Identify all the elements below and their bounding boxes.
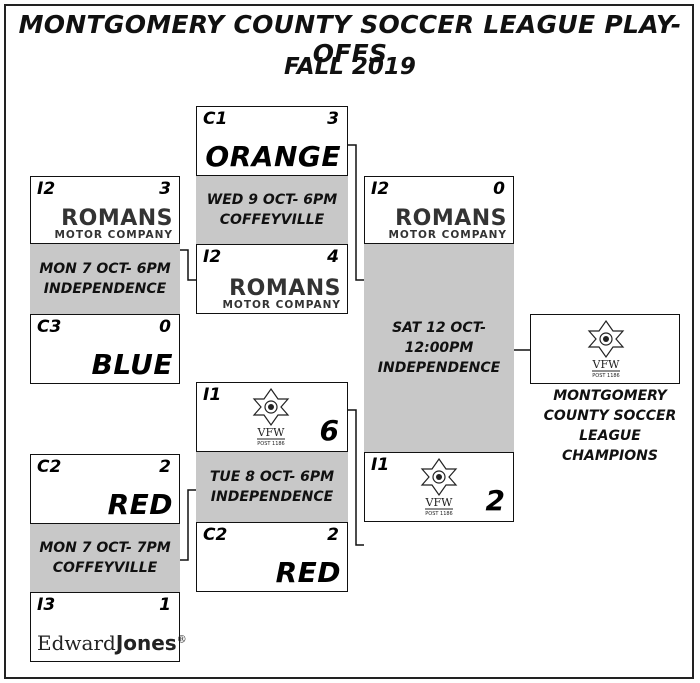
seed-label: C3 xyxy=(37,317,62,337)
sponsor-name: VFW xyxy=(592,358,621,371)
score: 4 xyxy=(327,247,339,267)
vfw-cross-icon: VFW POST 1186 xyxy=(587,319,625,379)
match-r1-bottom-away: I3 1 EdwardJones® xyxy=(30,592,187,662)
match-semi-top-info: WED 9 OCT- 6PM COFFEYVILLE xyxy=(196,176,348,244)
sponsor-sub: MOTOR COMPANY xyxy=(388,228,507,241)
score: 3 xyxy=(327,109,339,129)
team-name: BLUE xyxy=(91,348,173,381)
bracket-frame xyxy=(4,4,694,679)
score: 2 xyxy=(327,525,339,545)
match-location: COFFEYVILLE xyxy=(219,212,325,228)
team-name: ORANGE xyxy=(205,140,341,173)
match-r1-top-info: MON 7 OCT- 6PM INDEPENDENCE xyxy=(30,244,180,314)
score: 0 xyxy=(159,317,171,337)
sponsor-name: ROMANS xyxy=(229,275,341,301)
sponsor-name-light: Edward xyxy=(37,631,116,655)
match-final-away: I1 VFW POST 1186 2 xyxy=(364,452,514,522)
sponsor-name: ROMANS xyxy=(395,205,507,231)
seed-label: I2 xyxy=(371,179,390,199)
match-location: INDEPENDENCE xyxy=(43,281,167,297)
romans-logo: ROMANS MOTOR COMPANY xyxy=(388,205,507,241)
seed-label: I2 xyxy=(203,247,222,267)
match-date: TUE 8 OCT- 6PM xyxy=(209,469,335,485)
seed-label: I3 xyxy=(37,595,56,615)
match-location: COFFEYVILLE xyxy=(52,560,158,576)
champion-label-line: COUNTY SOCCER xyxy=(543,408,677,424)
champion-label-line: LEAGUE CHAMPIONS xyxy=(562,428,658,464)
sponsor-name: VFW xyxy=(257,426,286,439)
vfw-cross-icon: VFW POST 1186 xyxy=(252,387,290,447)
score: 6 xyxy=(319,414,339,447)
match-semi-bottom-home: I1 VFW POST 1186 6 xyxy=(196,382,348,452)
match-date: MON 7 OCT- 6PM xyxy=(39,261,171,277)
match-r1-top-away: C3 0 BLUE xyxy=(30,314,180,384)
vfw-logo: VFW POST 1186 xyxy=(251,387,291,451)
vfw-cross-icon: VFW POST 1186 xyxy=(420,457,458,517)
champion-label-line: MONTGOMERY xyxy=(553,388,667,404)
sponsor-sub: POST 1186 xyxy=(592,373,620,379)
sponsor-name: VFW xyxy=(425,496,454,509)
seed-label: C1 xyxy=(203,109,228,129)
match-location: INDEPENDENCE xyxy=(377,360,501,376)
romans-logo: ROMANS MOTOR COMPANY xyxy=(54,205,173,241)
score: 2 xyxy=(485,484,505,517)
sponsor-name-bold: Jones xyxy=(115,631,177,655)
team-name: RED xyxy=(275,556,341,589)
seed-label: I1 xyxy=(371,455,390,475)
page-title: MONTGOMERY COUNTY SOCCER LEAGUE PLAY-OFF… xyxy=(18,10,682,68)
match-r1-bottom-info: MON 7 OCT- 7PM COFFEYVILLE xyxy=(30,524,180,592)
match-time: 12:00PM xyxy=(404,340,474,356)
vfw-logo: VFW POST 1186 xyxy=(419,457,459,521)
match-date: MON 7 OCT- 7PM xyxy=(39,540,171,556)
seed-label: C2 xyxy=(203,525,228,545)
edward-jones-logo: EdwardJones® xyxy=(37,631,187,655)
match-date: SAT 12 OCT- xyxy=(392,320,486,336)
match-semi-top-away: I2 4 ROMANS MOTOR COMPANY xyxy=(196,244,348,314)
score: 1 xyxy=(159,595,171,615)
match-final-home: I2 0 ROMANS MOTOR COMPANY xyxy=(364,176,514,244)
sponsor-name: ROMANS xyxy=(61,205,173,231)
vfw-logo: VFW POST 1186 xyxy=(586,319,626,385)
match-final-info: SAT 12 OCT- 12:00PM INDEPENDENCE xyxy=(364,244,514,452)
match-r1-bottom-home: C2 2 RED xyxy=(30,454,180,524)
match-date: WED 9 OCT- 6PM xyxy=(206,192,338,208)
romans-logo: ROMANS MOTOR COMPANY xyxy=(222,275,341,311)
seed-label: I1 xyxy=(203,385,222,405)
match-semi-top-home: C1 3 ORANGE xyxy=(196,106,348,176)
sponsor-sub: MOTOR COMPANY xyxy=(54,228,173,241)
seed-label: C2 xyxy=(37,457,62,477)
champion-box: VFW POST 1186 xyxy=(530,314,680,384)
score: 0 xyxy=(493,179,505,199)
score: 3 xyxy=(159,179,171,199)
match-semi-bottom-info: TUE 8 OCT- 6PM INDEPENDENCE xyxy=(196,452,348,522)
score: 2 xyxy=(159,457,171,477)
match-r1-top-home: I2 3 ROMANS MOTOR COMPANY xyxy=(30,176,180,244)
sponsor-sub: POST 1186 xyxy=(257,441,285,447)
sponsor-sub: POST 1186 xyxy=(425,511,453,517)
sponsor-sub: MOTOR COMPANY xyxy=(222,298,341,311)
match-semi-bottom-away: C2 2 RED xyxy=(196,522,348,592)
champion-label: MONTGOMERY COUNTY SOCCER LEAGUE CHAMPION… xyxy=(530,386,690,466)
match-location: INDEPENDENCE xyxy=(210,489,334,505)
seed-label: I2 xyxy=(37,179,56,199)
page-subtitle: FALL 2019 xyxy=(284,54,416,80)
registered-mark: ® xyxy=(176,634,187,646)
team-name: RED xyxy=(107,488,173,521)
